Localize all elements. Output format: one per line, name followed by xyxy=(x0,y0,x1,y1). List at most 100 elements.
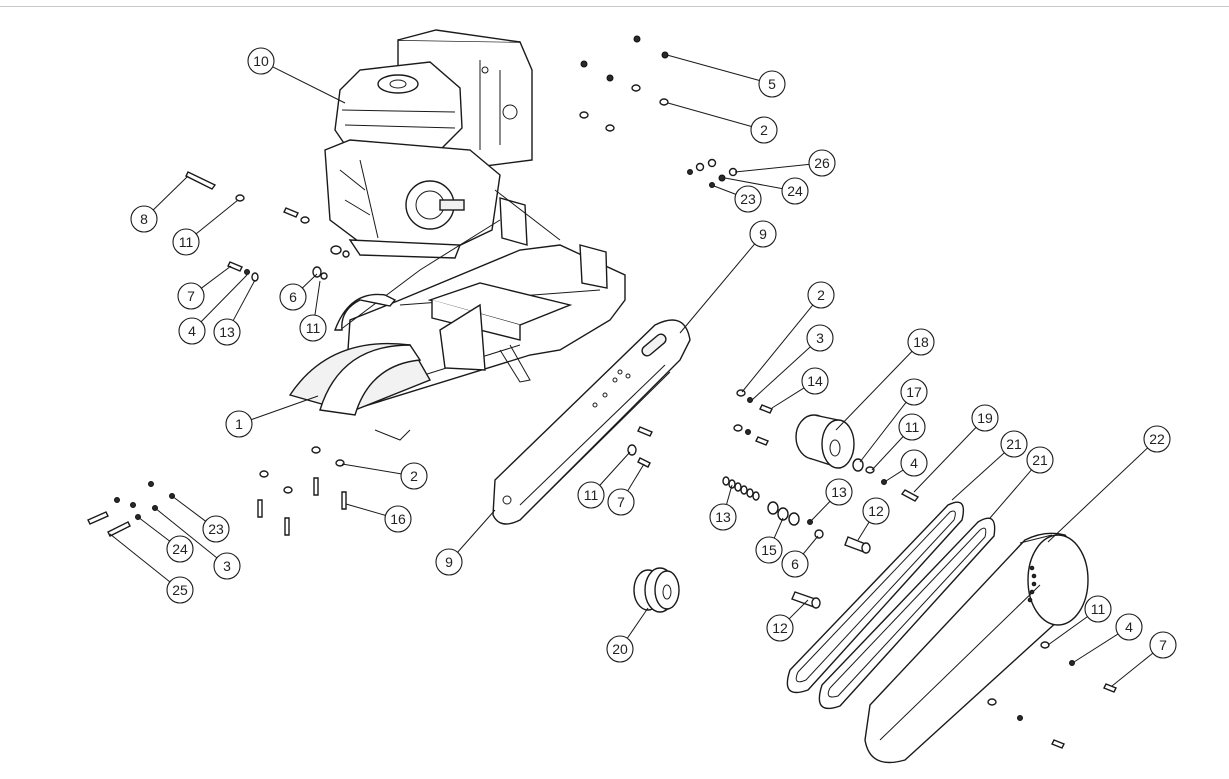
callout-7: 7 xyxy=(177,265,232,310)
leader-line xyxy=(771,387,805,409)
callout-25: 25 xyxy=(109,533,194,604)
callout-number: 9 xyxy=(445,554,453,570)
callout-bubble xyxy=(781,177,809,205)
leader-line xyxy=(773,517,784,539)
leader-line xyxy=(885,469,904,482)
callout-number: 4 xyxy=(1125,619,1133,635)
callout-9: 9 xyxy=(435,509,496,576)
leader-line xyxy=(457,509,496,553)
leader-line xyxy=(345,503,386,516)
callout-number: 8 xyxy=(140,211,148,227)
callout-number: 13 xyxy=(831,484,847,500)
callout-bubble xyxy=(806,324,834,352)
blade-arm-plate xyxy=(492,319,691,525)
leader-line xyxy=(171,495,206,522)
leader-line xyxy=(232,279,256,321)
callout-bubble xyxy=(825,478,853,506)
callout-1: 1 xyxy=(225,395,319,438)
callout-10: 10 xyxy=(247,47,346,104)
callout-21: 21 xyxy=(951,430,1028,501)
leader-line xyxy=(734,163,810,173)
callout-number: 10 xyxy=(253,53,269,69)
leader-line xyxy=(200,274,248,323)
callout-number: 2 xyxy=(817,287,825,303)
callout-6: 6 xyxy=(279,273,318,311)
callout-number: 13 xyxy=(715,509,731,525)
leader-line xyxy=(201,265,232,289)
callout-16: 16 xyxy=(345,503,412,533)
leader-line xyxy=(195,199,239,235)
callout-bubble xyxy=(202,515,230,543)
callout-number: 7 xyxy=(1159,637,1167,653)
callout-4: 4 xyxy=(885,449,928,482)
washer-stack xyxy=(722,476,760,501)
callout-bubble xyxy=(971,404,999,432)
leader-line xyxy=(1073,633,1119,663)
leader-line xyxy=(1047,447,1148,543)
callout-bubble xyxy=(750,116,778,144)
callout-number: 2 xyxy=(410,468,418,484)
callout-number: 6 xyxy=(289,289,297,305)
callout-number: 24 xyxy=(787,183,803,199)
callout-12: 12 xyxy=(857,497,890,541)
leader-line xyxy=(788,599,809,620)
leader-line xyxy=(1047,616,1088,646)
callout-2: 2 xyxy=(741,281,835,393)
callout-11: 11 xyxy=(299,280,327,342)
callout-number: 17 xyxy=(906,384,922,400)
callout-number: 13 xyxy=(219,324,235,340)
callout-13: 13 xyxy=(709,484,737,531)
callout-number: 3 xyxy=(816,330,824,346)
leader-line xyxy=(341,463,402,475)
callout-4: 4 xyxy=(1073,613,1143,663)
callout-19: 19 xyxy=(913,404,999,493)
leader-line xyxy=(859,401,907,463)
callout-number: 11 xyxy=(905,419,920,435)
callout-bubble xyxy=(749,220,777,248)
engine-assembly xyxy=(324,29,533,259)
callout-bubble xyxy=(807,281,835,309)
callout-15: 15 xyxy=(755,517,784,564)
callout-bubble xyxy=(577,481,605,509)
leader-line xyxy=(152,175,189,211)
callout-number: 26 xyxy=(814,155,830,171)
callout-bubble xyxy=(177,282,205,310)
callout-number: 16 xyxy=(390,511,406,527)
callout-bubble xyxy=(862,497,890,525)
callout-8: 8 xyxy=(130,175,189,233)
leader-line xyxy=(272,66,346,104)
callout-number: 23 xyxy=(740,191,756,207)
leader-line xyxy=(154,507,218,559)
leader-line xyxy=(751,346,811,401)
frame-chassis xyxy=(288,189,626,441)
callout-21: 21 xyxy=(989,446,1054,519)
leader-line xyxy=(951,452,1005,501)
callout-11: 11 xyxy=(577,451,631,509)
leader-line xyxy=(1111,652,1154,687)
leader-line xyxy=(314,280,321,316)
callout-bubble xyxy=(758,70,786,98)
callout-bubble xyxy=(755,536,783,564)
callout-bubble xyxy=(213,552,241,580)
callout-13: 13 xyxy=(809,478,853,523)
callout-13: 13 xyxy=(213,279,256,346)
callout-bubble xyxy=(384,505,412,533)
callout-24: 24 xyxy=(137,516,194,563)
callout-bubble xyxy=(166,576,194,604)
leader-line xyxy=(251,395,319,421)
callout-bubble xyxy=(166,535,194,563)
leader-line xyxy=(302,273,318,289)
callout-bubble xyxy=(279,283,307,311)
callout-bubble xyxy=(801,367,829,395)
callout-bubble xyxy=(1143,425,1171,453)
callout-number: 22 xyxy=(1149,431,1165,447)
callout-bubble xyxy=(213,318,241,346)
callout-number: 4 xyxy=(188,323,196,339)
callout-bubble xyxy=(247,47,275,75)
leader-line xyxy=(627,463,645,492)
callout-17: 17 xyxy=(859,378,928,463)
callout-4: 4 xyxy=(178,274,248,345)
callout-number: 11 xyxy=(584,487,599,503)
callout-bubble xyxy=(709,503,737,531)
